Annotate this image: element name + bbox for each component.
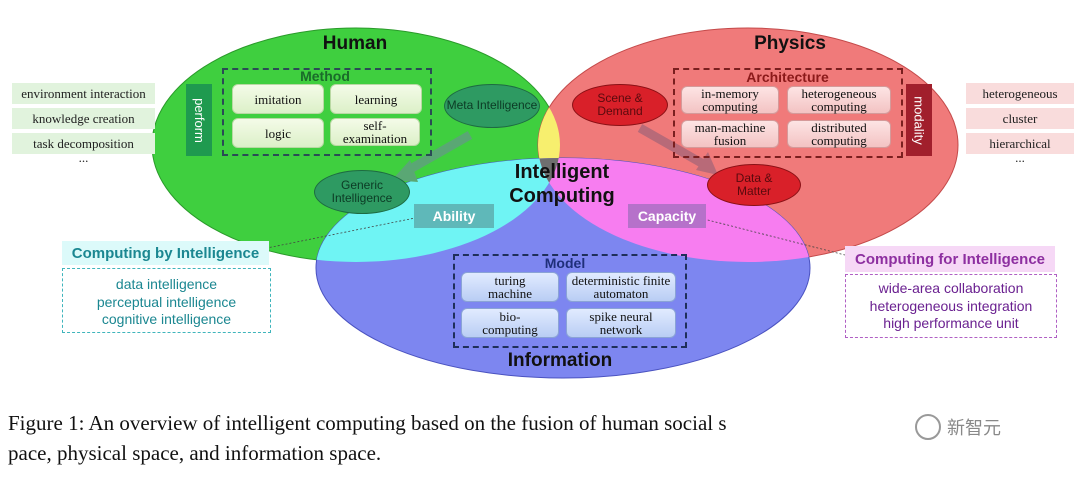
modality-bar: modality (906, 84, 932, 156)
modality-item: cluster (966, 108, 1074, 129)
method-title: Method (300, 68, 350, 84)
model-item: spike neural network (566, 308, 676, 338)
model-item: turing machine (461, 272, 559, 302)
for-intelligence-item: high performance unit (883, 315, 1019, 331)
modality-item: hierarchical (966, 133, 1074, 154)
arrow-scene-to-data (637, 124, 708, 169)
computing-for-intelligence-title: Computing for Intelligence (845, 246, 1055, 272)
data-matter-node: Data & Matter (707, 164, 801, 206)
arrowhead-data (696, 152, 718, 175)
caption-line-2: pace, physical space, and information sp… (8, 441, 382, 465)
architecture-title: Architecture (746, 69, 829, 85)
arrowhead-generic (392, 160, 418, 182)
scene-demand-node: Scene & Demand (572, 84, 668, 126)
arrow-meta-to-generic (402, 131, 473, 176)
computing-by-intelligence-title: Computing by Intelligence (62, 241, 269, 265)
capacity-badge: Capacity (628, 204, 706, 228)
modality-item: heterogeneous (966, 83, 1074, 104)
architecture-item: man-machine fusion (681, 120, 779, 148)
method-box (222, 68, 432, 156)
model-item: bio-computing (461, 308, 559, 338)
figure-caption: Figure 1: An overview of intelligent com… (8, 408, 1076, 468)
perform-ellipsis: ... (78, 150, 89, 165)
generic-intelligence-node: Generic Intelligence (314, 170, 410, 214)
watermark-text: 新智元 (947, 418, 1001, 438)
ability-badge: Ability (414, 204, 494, 228)
perform-bar: perform (186, 84, 212, 156)
information-label: Information (507, 350, 613, 371)
architecture-item: heterogeneous computing (787, 86, 891, 114)
by-intelligence-item: cognitive intelligence (101, 311, 232, 327)
by-intelligence-item: perceptual intelligence (96, 293, 237, 310)
caption-line-1: Figure 1: An overview of intelligent com… (8, 411, 727, 435)
architecture-item: in-memory computing (681, 86, 779, 114)
modality-label: modality (911, 95, 927, 145)
architecture-box (673, 68, 903, 158)
perform-label: perform (191, 97, 207, 143)
model-item: deterministic finite automaton (566, 272, 676, 302)
meta-intelligence-node: Meta Intelligence (444, 84, 540, 128)
method-item: self-examination (330, 118, 420, 146)
modality-ellipsis: ... (1015, 150, 1025, 165)
for-intelligence-item: wide-area collaboration (878, 280, 1024, 296)
watermark: 新智元 (915, 413, 1045, 441)
model-box (453, 254, 687, 348)
computing-by-intelligence-box: data intelligence perceptual intelligenc… (62, 268, 271, 333)
computing-for-intelligence-box: wide-area collaboration heterogeneous in… (845, 274, 1057, 338)
perform-item: task decomposition (12, 133, 155, 154)
perform-item: knowledge creation (12, 108, 155, 129)
connector-right (699, 217, 846, 256)
model-title: Model (544, 255, 586, 271)
by-intelligence-item: data intelligence (115, 276, 218, 292)
wechat-icon (915, 414, 941, 440)
architecture-item: distributed computing (787, 120, 891, 148)
for-intelligence-item: heterogeneous integration (869, 297, 1033, 314)
method-item: learning (330, 84, 422, 114)
perform-item: environment interaction (12, 83, 155, 104)
intelligent-computing-label: Intelligent Computing (509, 161, 615, 207)
human-label: Human (322, 33, 388, 54)
method-item: imitation (232, 84, 324, 114)
physics-label: Physics (754, 33, 826, 54)
method-item: logic (232, 118, 324, 148)
